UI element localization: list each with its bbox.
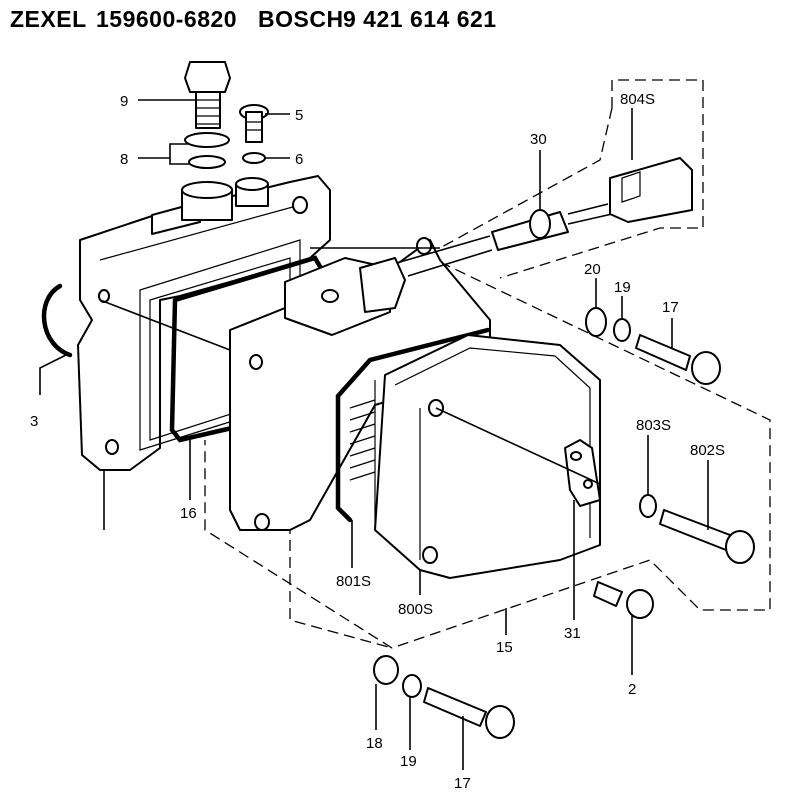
middle-cover-plate <box>229 237 491 531</box>
header: ZEXEL 159600-6820 BOSCH 9 421 614 621 <box>0 0 794 44</box>
connector-804s <box>609 157 693 223</box>
header-brand-bosch: BOSCH <box>258 6 344 32</box>
callout-17-upper: 17 <box>662 299 679 316</box>
callout-801s: 801S <box>336 573 371 590</box>
washer-20 <box>585 307 607 337</box>
washer-6 <box>242 152 266 164</box>
group-outline-15 <box>204 261 771 649</box>
washer-19-upper <box>613 318 631 342</box>
callout-803s: 803S <box>636 417 671 434</box>
callout-8: 8 <box>120 151 128 168</box>
callout-804s: 804S <box>620 91 655 108</box>
bolt-17-lower <box>423 687 515 739</box>
wire-804s <box>567 203 613 225</box>
leader-lines <box>39 99 709 770</box>
bolt-802s <box>659 509 755 564</box>
rod-30 <box>399 235 493 277</box>
callout-802s: 802S <box>690 442 725 459</box>
callout-3: 3 <box>30 413 38 430</box>
callout-19-upper: 19 <box>614 279 631 296</box>
header-part-number-zexel: 159600-6820 <box>96 6 238 32</box>
washer-19-lower <box>402 674 422 698</box>
header-part-number-bosch: 9 421 614 621 <box>343 6 497 32</box>
callout-9: 9 <box>120 93 128 110</box>
callout-20: 20 <box>584 261 601 278</box>
screw-5 <box>239 104 269 143</box>
callout-18: 18 <box>366 735 383 752</box>
callout-17-lower: 17 <box>454 775 471 792</box>
group-outline-804s-inner <box>439 107 613 249</box>
washer-8-upper <box>184 132 230 148</box>
gasket-801s <box>335 327 491 523</box>
washer-18 <box>373 655 399 685</box>
callout-800s: 800S <box>398 601 433 618</box>
callout-30: 30 <box>530 131 547 148</box>
callout-16: 16 <box>180 505 197 522</box>
callout-5: 5 <box>295 107 303 124</box>
header-brand-zexel: ZEXEL <box>10 6 87 32</box>
screw-2 <box>593 581 654 619</box>
callout-19-lower: 19 <box>400 753 417 770</box>
callout-labels: 9 5 8 6 804S 30 20 19 17 3 803S 802S 16 … <box>30 91 725 792</box>
callout-15: 15 <box>496 639 513 656</box>
bolt-9 <box>184 61 231 129</box>
washer-803s <box>639 494 657 518</box>
bolt-17-upper <box>635 334 721 385</box>
washer-8-lower <box>188 155 226 169</box>
callout-31: 31 <box>564 625 581 642</box>
callout-6: 6 <box>295 151 303 168</box>
group-outline-804s <box>499 79 704 279</box>
callout-2: 2 <box>628 681 636 698</box>
gasket-3 <box>41 283 73 358</box>
